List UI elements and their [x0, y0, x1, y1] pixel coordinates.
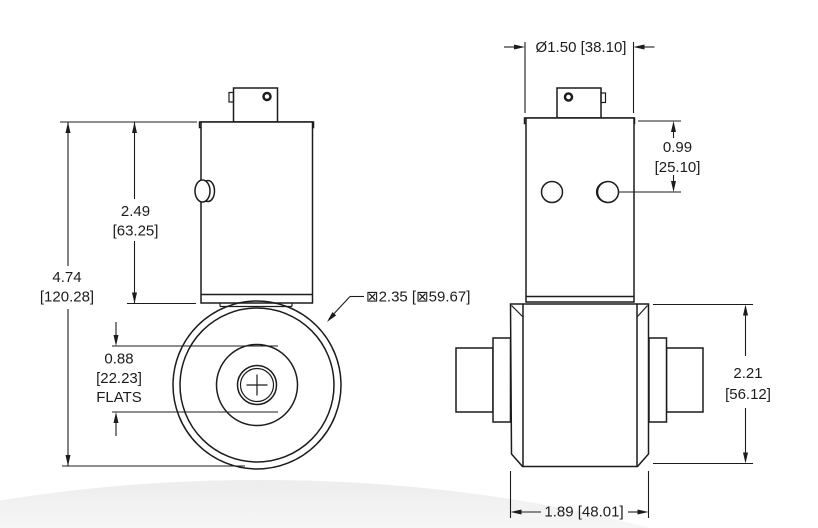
dim-overall-inches: 4.74 [52, 269, 81, 286]
side-view [455, 87, 704, 468]
stem-circle-outer [236, 364, 278, 406]
dim-base-diameter-value: ⊠2.35 [⊠59.67] [366, 289, 470, 306]
background-watermark-swoosh [0, 480, 649, 528]
dim-coil-inches: 2.49 [121, 203, 150, 220]
port-boss-right-outer [665, 347, 704, 413]
arrowhead-up-icon [671, 121, 676, 132]
dim-flats-mm: [22.23] [96, 370, 142, 387]
dim-base-width-value: 1.89 [48.01] [544, 504, 623, 521]
dimension-base-diameter: ⊠2.35 [⊠59.67] [327, 289, 470, 322]
arrowhead-down-icon [132, 292, 137, 304]
dimension-flats: 0.88 [22.23] FLATS [96, 322, 278, 436]
arrowhead-sw-icon [327, 312, 337, 322]
arrowhead-up-icon [65, 122, 71, 133]
dimension-port-height: 0.99 [25.10] [618, 120, 701, 193]
dim-base-height-inches: 2.21 [733, 365, 762, 382]
base-circle-inner-ring [179, 307, 335, 463]
dimension-top-diameter: Ø1.50 [38.10] [504, 39, 655, 113]
dim-port-height-mm: [25.10] [655, 159, 701, 176]
arrowhead-left-icon [633, 44, 645, 50]
port-hole-right-inner-arc [595, 181, 607, 203]
arrowhead-left-icon [510, 509, 522, 515]
arrowhead-up-icon [132, 122, 137, 133]
connector-indicator-front [262, 91, 272, 102]
connector-tab-side [600, 92, 607, 104]
dim-flats-inches: 0.88 [104, 351, 133, 368]
port-boss-left-step [492, 337, 512, 423]
front-view [172, 87, 342, 470]
dim-top-diameter-value: Ø1.50 [38.10] [536, 39, 627, 56]
dimension-base-width: 1.89 [48.01] [509, 471, 650, 521]
arrowhead-up-icon [743, 304, 748, 316]
coil-body-side [525, 117, 635, 303]
arrowhead-down-icon [65, 455, 71, 466]
connector-indicator-side [563, 92, 574, 102]
dim-port-height-inches: 0.99 [663, 139, 692, 156]
port-boss-right-step [648, 337, 668, 423]
manual-override-knob-front [194, 179, 211, 203]
base-circle-outer [172, 300, 342, 470]
port-boss-left-outer [455, 347, 494, 413]
base-chamfer-top-left [511, 305, 523, 317]
dimension-overall-height: 4.74 [120.28] [40, 121, 245, 467]
arrowhead-up-icon [113, 412, 119, 423]
connector-housing-front [232, 87, 279, 123]
arrowhead-down-icon [671, 181, 676, 192]
port-hole-left [540, 180, 564, 204]
stem-circle-inner [239, 367, 275, 403]
arrowhead-down-icon [113, 335, 119, 346]
dimension-coil-height: 2.49 [63.25] [113, 122, 196, 305]
dim-overall-mm: [120.28] [40, 289, 94, 306]
arrowhead-down-icon [743, 452, 748, 464]
arrowhead-right-icon [514, 44, 525, 50]
valve-base-outline [509, 303, 650, 468]
connector-housing-side [556, 87, 602, 119]
dim-flats-label: FLATS [96, 389, 142, 406]
arrowhead-right-icon [637, 509, 649, 515]
dimensions: 4.74 [120.28] 2.49 [63.25] 0.88 [22.23] … [40, 39, 771, 521]
dim-base-height-mm: [56.12] [725, 386, 771, 403]
base-chamfer-top-right [637, 305, 648, 317]
connector-tab-front [228, 91, 235, 103]
hex-flats-circle [215, 343, 299, 427]
dim-coil-mm: [63.25] [113, 223, 159, 240]
coil-body-front [200, 121, 314, 304]
dimension-base-height: 2.21 [56.12] [653, 303, 771, 465]
